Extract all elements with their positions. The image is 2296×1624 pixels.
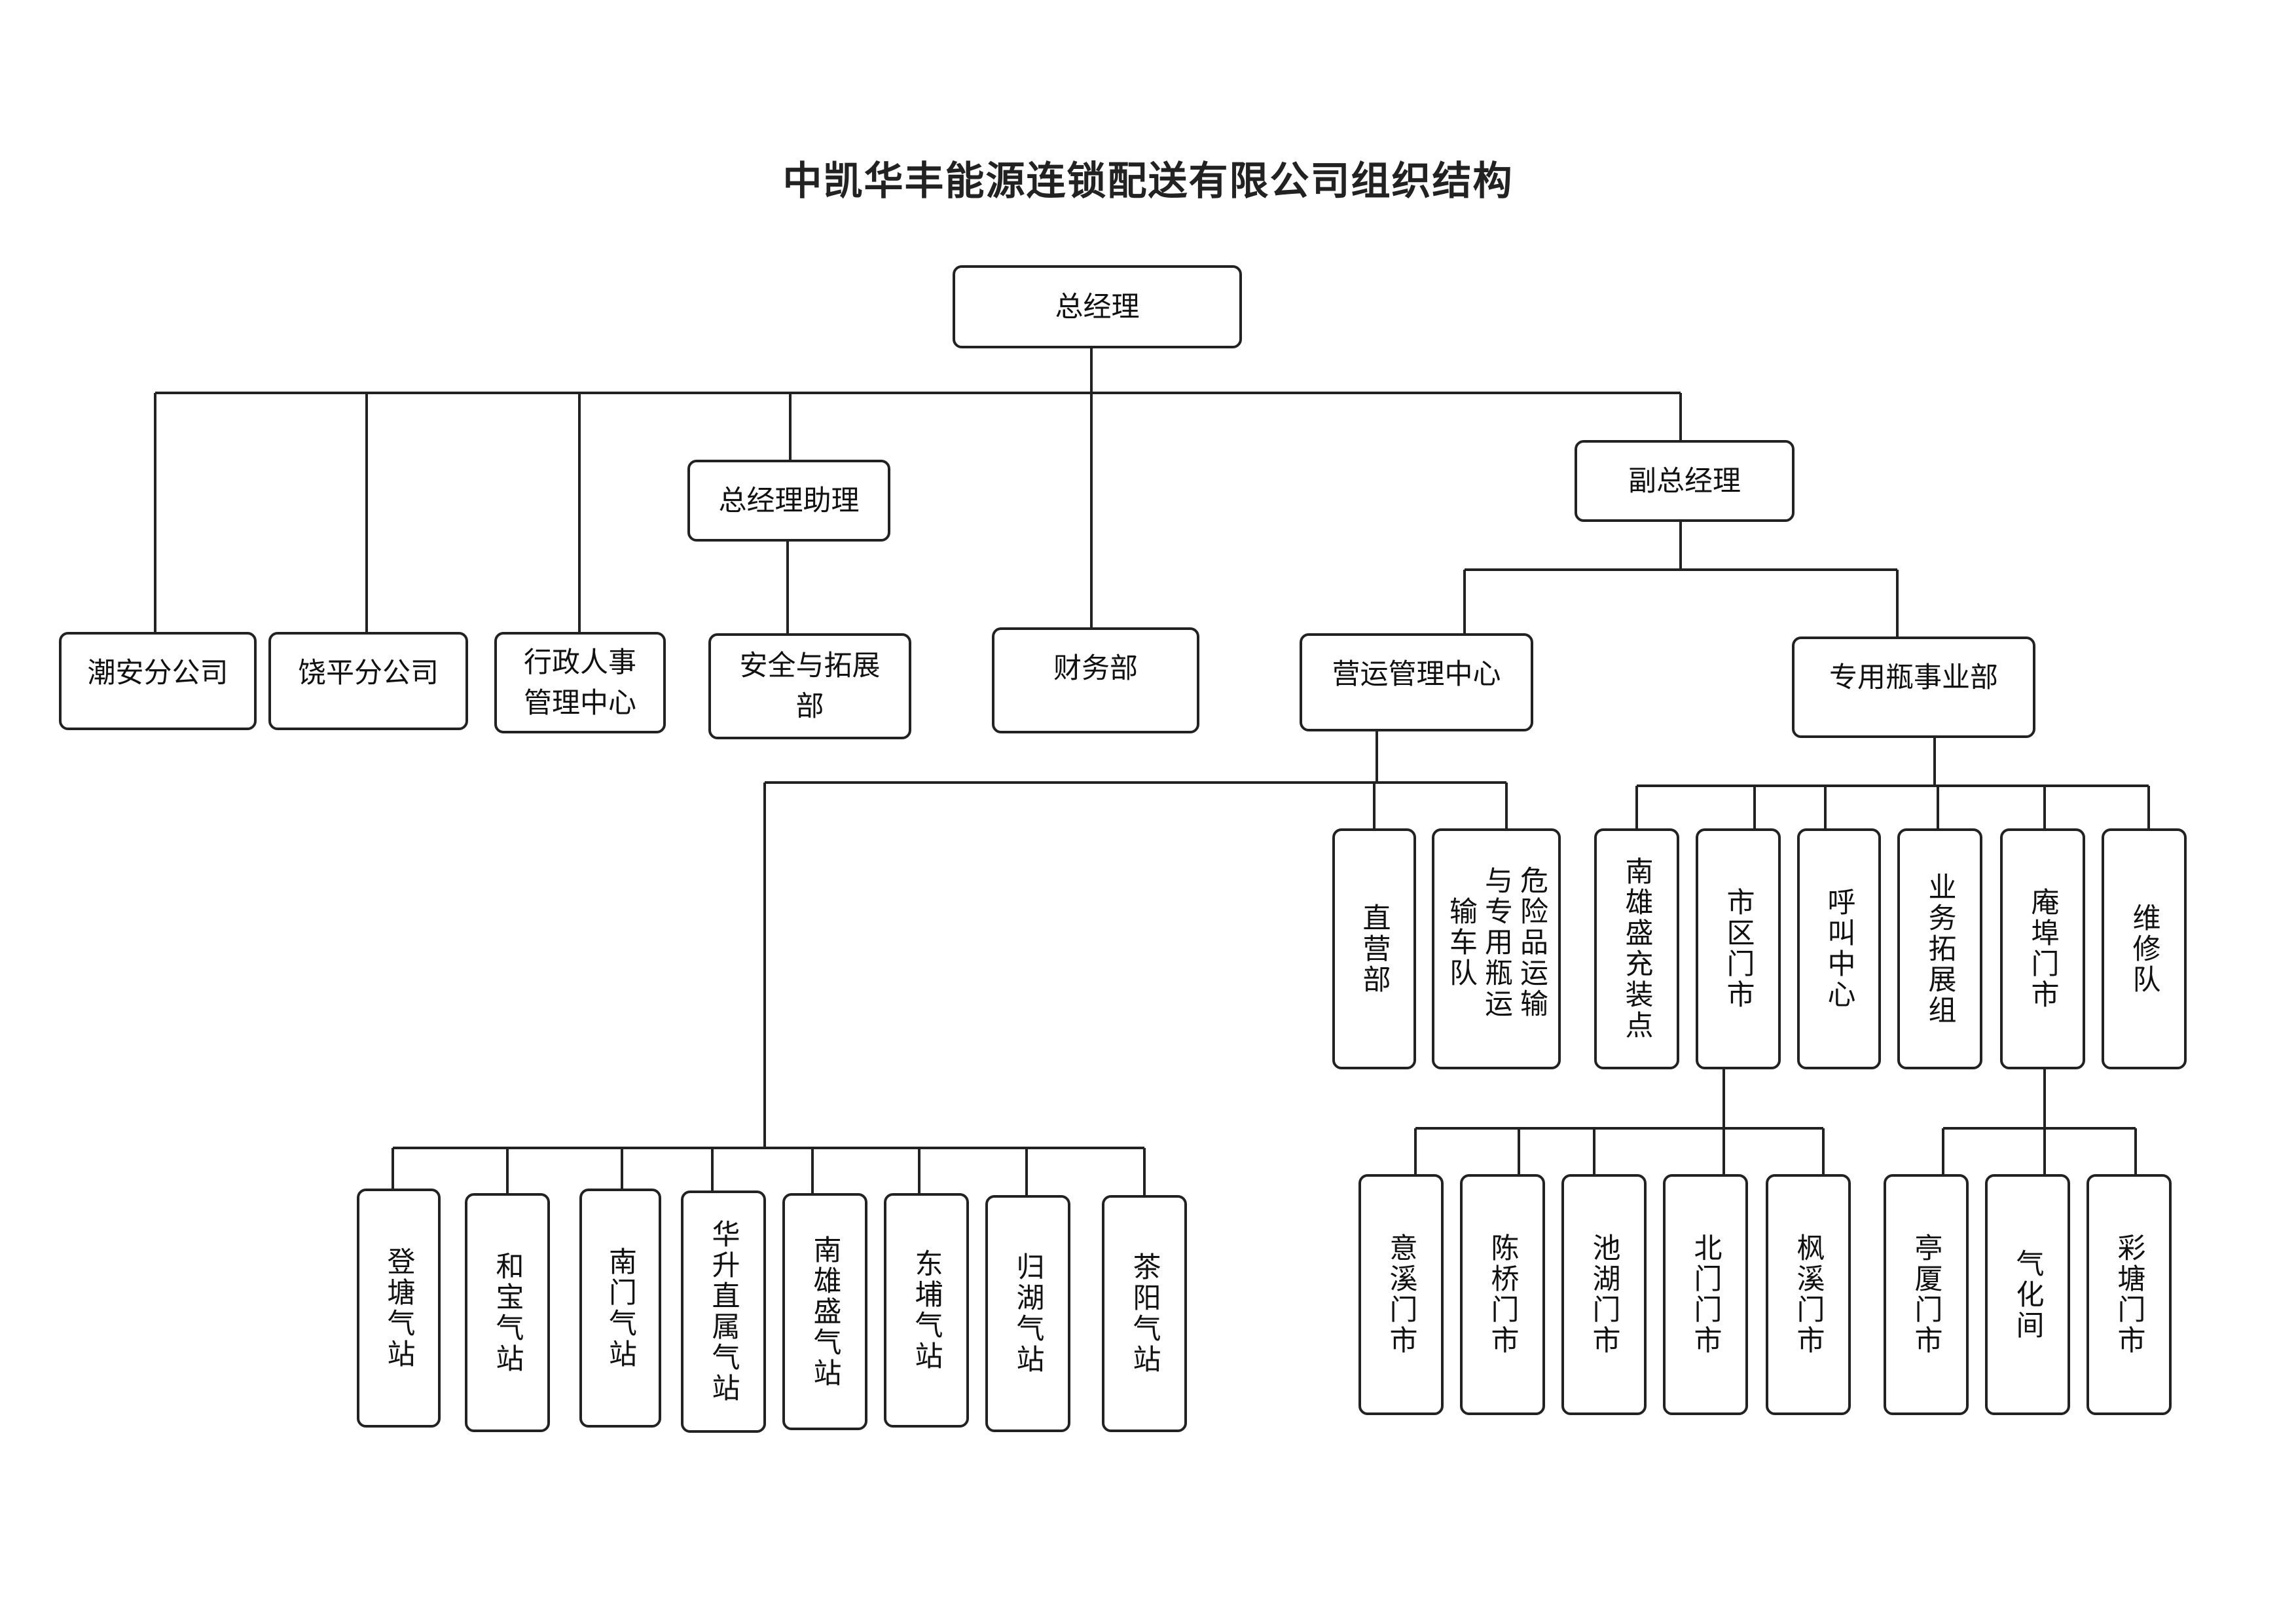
chart-title: 中凯华丰能源连锁配送有限公司组织结构 [782,158,1514,204]
store-fengxi-box: 枫溪门市 [1766,1174,1851,1415]
nanxiongsheng-filling-box: 南雄盛充装点 [1594,828,1679,1069]
station-nanmen-box: 南门气站 [579,1189,661,1428]
store-tingxia-label: 亭厦门市 [1910,1233,1942,1356]
store-tingxia-box: 亭厦门市 [1884,1174,1969,1415]
station-dengtang-box: 登塘气站 [357,1189,441,1428]
ops-center-box: 营运管理中心 [1300,633,1533,731]
transport-fleet-box: 危险品运输与专用瓶运输车队 [1432,828,1561,1069]
station-dongpu-label: 东埔气站 [910,1249,943,1372]
chaoan-branch-label: 潮安分公司 [87,657,228,690]
assistant-label: 总经理助理 [718,485,860,517]
raoping-branch-label: 饶平分公司 [298,657,439,690]
direct-sales-label: 直营部 [1358,902,1391,995]
station-nanxiongsheng-label: 南雄盛气站 [809,1234,841,1389]
station-hebao-box: 和宝气站 [465,1193,550,1432]
store-yixi-label: 意溪门市 [1385,1233,1417,1356]
station-nanxiongsheng-box: 南雄盛气站 [782,1193,867,1430]
station-guihu-label: 归湖气站 [1011,1252,1044,1375]
store-chenqiao-box: 陈桥门市 [1460,1174,1545,1415]
station-dongpu-box: 东埔气站 [884,1193,969,1428]
store-yixi-box: 意溪门市 [1358,1174,1444,1415]
direct-sales-box: 直营部 [1332,828,1416,1069]
cylinder-dept-label: 专用瓶事业部 [1829,661,1998,694]
station-nanmen-label: 南门气站 [604,1246,637,1370]
store-chihu-box: 池湖门市 [1561,1174,1647,1415]
store-caitang-box: 彩塘门市 [2086,1174,2172,1415]
station-dengtang-label: 登塘气站 [382,1246,415,1370]
call-center-box: 呼叫中心 [1797,828,1881,1069]
gasification-room-label: 气化间 [2011,1248,2044,1341]
station-huasheng-label: 华升直属气站 [707,1219,740,1404]
finance-box: 财务部 [992,627,1199,733]
call-center-label: 呼叫中心 [1823,887,1855,1010]
maintenance-team-label: 维修队 [2128,902,2160,995]
nanxiongsheng-filling-label: 南雄盛充装点 [1620,857,1653,1041]
store-beimen-label: 北门门市 [1689,1233,1722,1356]
gasification-room-box: 气化间 [1985,1174,2070,1415]
station-hebao-label: 和宝气站 [491,1251,524,1375]
vice-gm-label: 副总经理 [1628,465,1741,498]
assistant-box: 总经理助理 [687,460,890,542]
city-stores-box: 市区门市 [1696,828,1781,1069]
anbu-stores-label: 庵埠门市 [2026,887,2059,1010]
finance-label: 财务部 [1053,652,1138,685]
business-dev-label: 业务拓展组 [1923,872,1956,1026]
chaoan-branch-box: 潮安分公司 [59,632,257,730]
raoping-branch-box: 饶平分公司 [268,632,468,730]
safety-expansion-label: 安全与拓展部 [739,650,881,723]
city-stores-label: 市区门市 [1722,887,1755,1010]
ceo-box: 总经理 [953,265,1242,348]
admin-hr-label: 行政人事管理中心 [524,646,636,720]
ceo-label: 总经理 [1055,290,1140,323]
admin-hr-box: 行政人事管理中心 [494,632,666,733]
station-chayang-label: 茶阳气站 [1128,1252,1161,1375]
store-beimen-box: 北门门市 [1663,1174,1748,1415]
station-chayang-box: 茶阳气站 [1102,1195,1187,1432]
business-dev-box: 业务拓展组 [1897,828,1982,1069]
safety-expansion-box: 安全与拓展部 [708,633,911,739]
store-chenqiao-label: 陈桥门市 [1486,1233,1519,1356]
station-huasheng-box: 华升直属气站 [681,1190,766,1433]
store-fengxi-label: 枫溪门市 [1792,1233,1825,1356]
transport-fleet-label: 危险品运输与专用瓶运输车队 [1444,865,1548,1020]
vice-gm-box: 副总经理 [1575,440,1795,522]
maintenance-team-box: 维修队 [2102,828,2187,1069]
cylinder-dept-box: 专用瓶事业部 [1792,637,2035,738]
store-chihu-label: 池湖门市 [1588,1233,1620,1356]
station-guihu-box: 归湖气站 [985,1195,1070,1432]
anbu-stores-box: 庵埠门市 [2000,828,2085,1069]
store-caitang-label: 彩塘门市 [2113,1233,2145,1356]
ops-center-label: 营运管理中心 [1332,658,1501,691]
